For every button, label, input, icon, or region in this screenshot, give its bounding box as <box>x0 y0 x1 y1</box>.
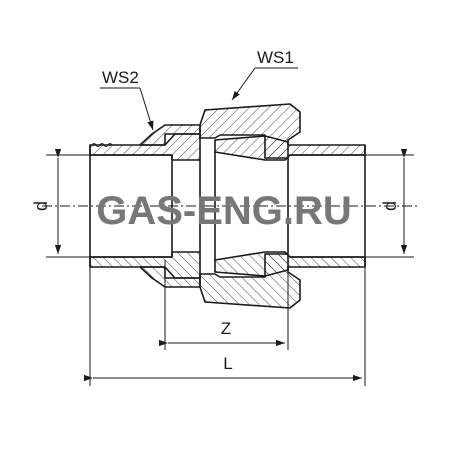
d-left-label: d <box>31 201 51 211</box>
watermark-text: GAS-ENG.RU <box>96 189 352 233</box>
l-label: L <box>223 354 232 373</box>
ws1-label: WS1 <box>257 48 294 67</box>
d-right-label: d <box>380 201 400 211</box>
ws1-leader-slope <box>231 67 256 101</box>
ws2-label: WS2 <box>102 68 139 87</box>
left-body-upper <box>89 133 201 161</box>
left-shoulder-upper <box>139 124 201 146</box>
left-body-lower <box>89 251 201 279</box>
left-shoulder-lower <box>139 266 201 288</box>
thread-wave-left-upper <box>91 142 113 148</box>
ws2-leader-slope <box>139 87 154 131</box>
z-label: Z <box>221 319 231 338</box>
